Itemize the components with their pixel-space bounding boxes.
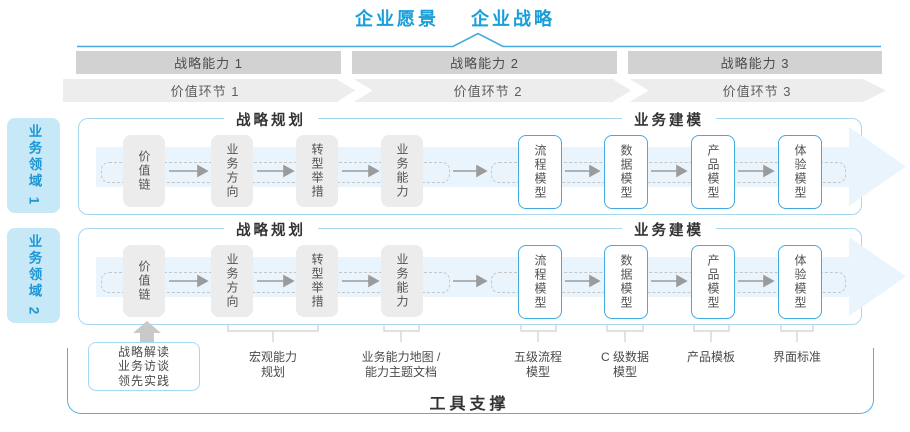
footnote-macro-capability-planning: 宏观能力 规划 [208,350,338,380]
planning-dashed-track [101,272,450,293]
strategic-capability-3-label: 战略能力 3 [720,56,790,71]
node-label: 数据模型 [619,254,633,310]
strategic-capability-3: 战略能力 3 [628,51,882,74]
sidebar-tab-business-domain-1: 业务领域 1 [7,118,60,213]
tool-support-title: 工具支撑 [429,396,510,413]
node-value-chain: 价值链 [123,245,165,317]
footnote-line: 产品模板 [686,350,735,364]
footnote-line: 能力主题文档 [364,365,437,379]
planning-dashed-track [101,162,450,183]
node-label: 流程模型 [533,254,547,310]
node-label: 价值链 [137,260,151,302]
business-domain-1-label: 业务领域 1 [26,123,42,208]
footnote-line: 界面标准 [772,350,821,364]
footnote-line: 模型 [612,365,637,379]
enterprise-strategy-title: 企业战略 [471,9,555,29]
business-modeling-header: 业务建模 [622,219,716,240]
node-label: 业务方向 [225,143,239,199]
strategic-capability-2: 战略能力 2 [352,51,617,74]
node-business-direction: 业务方向 [211,245,253,317]
value-link-1: 价值环节 1 [120,79,290,102]
footnote-line: 规划 [260,365,285,379]
connector-braces [227,324,814,342]
value-link-1-label: 价值环节 1 [170,84,240,99]
business-domain-1-panel: 价值链 业务方向 转型举措 业务能力 流程模型 数据模型 产品模型 体验模型 战… [78,109,906,215]
strategic-planning-header: 战略规划 [224,219,318,240]
node-experience-model: 体验模型 [778,245,822,319]
modeling-dashed-track [491,162,846,183]
node-label: 产品模型 [706,144,720,200]
node-label: 体验模型 [793,254,807,310]
node-label: 业务能力 [395,253,409,309]
node-label: 数据模型 [619,144,633,200]
footnote-line: C 级数据 [600,350,649,364]
node-experience-model: 体验模型 [778,135,822,209]
node-label: 价值链 [137,150,151,192]
node-product-model: 产品模型 [691,245,735,319]
modeling-dashed-track [491,272,846,293]
footnote-interface-standard: 界面标准 [732,350,862,365]
node-process-model: 流程模型 [518,135,562,209]
node-label: 业务方向 [225,253,239,309]
sidebar-tab-business-domain-2: 业务领域 2 [7,228,60,323]
node-transformation-initiatives: 转型举措 [296,135,338,207]
node-business-capability: 业务能力 [381,245,423,317]
value-link-2: 价值环节 2 [403,79,573,102]
value-link-2-label: 价值环节 2 [453,84,523,99]
node-process-model: 流程模型 [518,245,562,319]
value-link-3: 价值环节 3 [672,79,842,102]
node-data-model: 数据模型 [604,135,648,209]
footnote-line: 宏观能力 [248,350,297,364]
footnote-five-level-process-model: 五级流程 模型 [473,350,603,380]
node-label: 流程模型 [533,144,547,200]
node-label: 业务能力 [395,143,409,199]
source-line: 领先实践 [117,373,170,388]
footnote-line: 模型 [525,365,550,379]
node-label: 转型举措 [310,253,324,309]
node-business-capability: 业务能力 [381,135,423,207]
strategic-capability-1-label: 战略能力 1 [174,56,243,71]
footnote-line: 业务能力地图 / [361,350,441,364]
business-domain-2-panel: 价值链 业务方向 转型举措 业务能力 流程模型 数据模型 产品模型 体验模型 战… [78,219,906,325]
strategy-sources-box: 战略解读 业务访谈 领先实践 [88,342,200,391]
step-arrows [169,274,775,288]
value-chain-chevron-band [63,79,886,102]
node-value-chain: 价值链 [123,135,165,207]
footnote-capability-map: 业务能力地图 / 能力主题文档 [336,350,466,380]
strategic-capability-2-label: 战略能力 2 [450,56,519,71]
node-business-direction: 业务方向 [211,135,253,207]
up-arrow [133,321,161,343]
node-label: 转型举措 [310,143,324,199]
node-transformation-initiatives: 转型举措 [296,245,338,317]
node-data-model: 数据模型 [604,245,648,319]
node-product-model: 产品模型 [691,135,735,209]
strategic-capability-1: 战略能力 1 [76,51,341,74]
footnote-c-level-data-model: C 级数据 模型 [560,350,690,380]
footnote-line: 五级流程 [513,350,562,364]
enterprise-vision-title: 企业愿景 [355,9,439,29]
footnote-product-template: 产品模板 [646,350,776,365]
roof-line [77,32,881,48]
page-title: 企业愿景 企业战略 [0,5,910,31]
source-line: 业务访谈 [117,359,170,374]
node-label: 体验模型 [793,144,807,200]
strategic-planning-header: 战略规划 [224,109,318,130]
node-label: 产品模型 [706,254,720,310]
business-modeling-header: 业务建模 [622,109,716,130]
value-link-3-label: 价值环节 3 [722,84,792,99]
source-line: 战略解读 [117,344,170,359]
tool-support-container [67,348,874,414]
step-arrows [169,164,775,178]
business-domain-2-label: 业务领域 2 [26,233,42,318]
